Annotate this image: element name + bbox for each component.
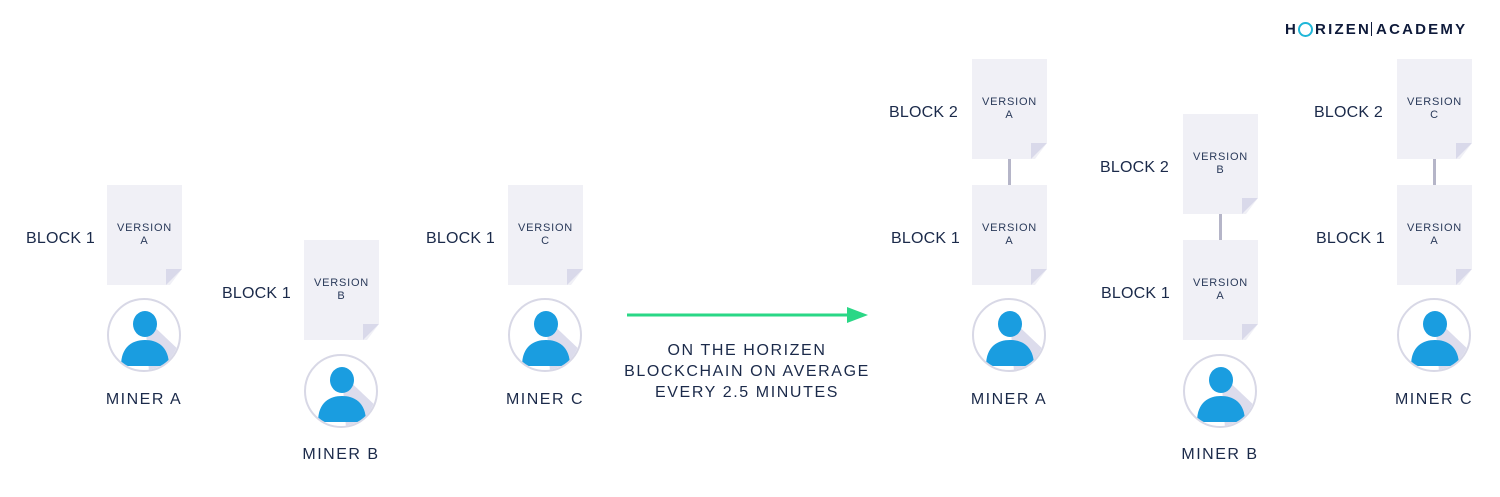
caption-line-3: EVERY 2.5 MINUTES bbox=[655, 384, 839, 401]
horizen-academy-logo: H RIZEN ACADEMY bbox=[1285, 20, 1467, 38]
miner-label-left-b: MINER B bbox=[302, 446, 380, 463]
chain-connector-right-a bbox=[1008, 159, 1011, 185]
version-line2: A bbox=[1005, 235, 1014, 247]
logo-text-h: H bbox=[1285, 20, 1299, 38]
doc-fold bbox=[567, 269, 583, 285]
version-line2: A bbox=[140, 235, 149, 247]
version-line1: VERSION bbox=[517, 222, 574, 234]
logo-text-rizen: RIZEN bbox=[1315, 20, 1372, 38]
miner-b-avatar-right bbox=[1183, 354, 1257, 428]
user-icon bbox=[1411, 311, 1469, 370]
block2-doc-right-a: VERSION A bbox=[972, 59, 1047, 159]
doc-fold bbox=[1242, 324, 1258, 340]
logo-separator bbox=[1371, 22, 1373, 36]
block-label-left-b: BLOCK 1 bbox=[222, 285, 291, 302]
block-doc-left-a: VERSION A bbox=[107, 185, 182, 285]
version-line1: VERSION bbox=[981, 222, 1038, 234]
block1-doc-right-c: VERSION A bbox=[1397, 185, 1472, 285]
miner-a-avatar-right bbox=[972, 298, 1046, 372]
block-version-left-a: VERSION A bbox=[107, 222, 182, 248]
block-label-left-c: BLOCK 1 bbox=[426, 230, 495, 247]
block1-label-right-b: BLOCK 1 bbox=[1101, 285, 1170, 302]
miner-label-left-a: MINER A bbox=[105, 391, 183, 408]
doc-fold bbox=[363, 324, 379, 340]
caption-line-1: ON THE HORIZEN bbox=[667, 342, 827, 359]
user-icon bbox=[318, 367, 376, 426]
block1-version-right-c: VERSION A bbox=[1397, 222, 1472, 248]
version-line1: VERSION bbox=[1406, 96, 1463, 108]
miner-label-right-a: MINER A bbox=[970, 391, 1048, 408]
version-line2: C bbox=[1430, 109, 1439, 121]
block-doc-left-b: VERSION B bbox=[304, 240, 379, 340]
logo-o-ring-icon bbox=[1298, 21, 1314, 37]
doc-fold bbox=[1242, 198, 1258, 214]
version-line1: VERSION bbox=[981, 96, 1038, 108]
user-icon bbox=[1197, 367, 1255, 426]
block2-label-right-c: BLOCK 2 bbox=[1314, 104, 1383, 121]
block1-doc-right-a: VERSION A bbox=[972, 185, 1047, 285]
block2-doc-right-b: VERSION B bbox=[1183, 114, 1258, 214]
version-line1: VERSION bbox=[1192, 277, 1249, 289]
doc-fold bbox=[1031, 269, 1047, 285]
block1-label-right-c: BLOCK 1 bbox=[1316, 230, 1385, 247]
block1-label-right-a: BLOCK 1 bbox=[891, 230, 960, 247]
user-icon bbox=[986, 311, 1044, 370]
version-line2: A bbox=[1216, 290, 1225, 302]
version-line1: VERSION bbox=[1406, 222, 1463, 234]
miner-b-avatar-left bbox=[304, 354, 378, 428]
version-line1: VERSION bbox=[1192, 151, 1249, 163]
version-line2: B bbox=[337, 290, 346, 302]
miner-c-avatar-right bbox=[1397, 298, 1471, 372]
block2-version-right-b: VERSION B bbox=[1183, 151, 1258, 177]
doc-fold bbox=[1031, 143, 1047, 159]
version-line2: B bbox=[1216, 164, 1225, 176]
arrow-right-icon bbox=[627, 307, 868, 323]
version-line1: VERSION bbox=[116, 222, 173, 234]
miner-label-right-b: MINER B bbox=[1181, 446, 1259, 463]
block-version-left-b: VERSION B bbox=[304, 277, 379, 303]
block2-label-right-b: BLOCK 2 bbox=[1100, 159, 1169, 176]
miner-label-right-c: MINER C bbox=[1394, 391, 1474, 408]
block1-doc-right-b: VERSION A bbox=[1183, 240, 1258, 340]
block-label-left-a: BLOCK 1 bbox=[26, 230, 95, 247]
doc-fold bbox=[1456, 269, 1472, 285]
user-icon bbox=[522, 311, 580, 370]
block1-version-right-b: VERSION A bbox=[1183, 277, 1258, 303]
version-line2: A bbox=[1430, 235, 1439, 247]
user-icon bbox=[121, 311, 179, 370]
version-line1: VERSION bbox=[313, 277, 370, 289]
doc-fold bbox=[166, 269, 182, 285]
chain-connector-right-b bbox=[1219, 214, 1222, 240]
block2-version-right-a: VERSION A bbox=[972, 96, 1047, 122]
block1-version-right-a: VERSION A bbox=[972, 222, 1047, 248]
logo-text-academy: ACADEMY bbox=[1376, 20, 1468, 38]
block-version-left-c: VERSION C bbox=[508, 222, 583, 248]
caption-line-2: BLOCKCHAIN ON AVERAGE bbox=[624, 363, 870, 380]
version-line2: C bbox=[541, 235, 550, 247]
chain-connector-right-c bbox=[1433, 159, 1436, 185]
miner-label-left-c: MINER C bbox=[505, 391, 585, 408]
version-line2: A bbox=[1005, 109, 1014, 121]
block2-label-right-a: BLOCK 2 bbox=[889, 104, 958, 121]
miner-a-avatar-left bbox=[107, 298, 181, 372]
caption: ON THE HORIZEN BLOCKCHAIN ON AVERAGE EVE… bbox=[607, 340, 887, 403]
doc-fold bbox=[1456, 143, 1472, 159]
miner-c-avatar-left bbox=[508, 298, 582, 372]
block2-version-right-c: VERSION C bbox=[1397, 96, 1472, 122]
block2-doc-right-c: VERSION C bbox=[1397, 59, 1472, 159]
block-doc-left-c: VERSION C bbox=[508, 185, 583, 285]
